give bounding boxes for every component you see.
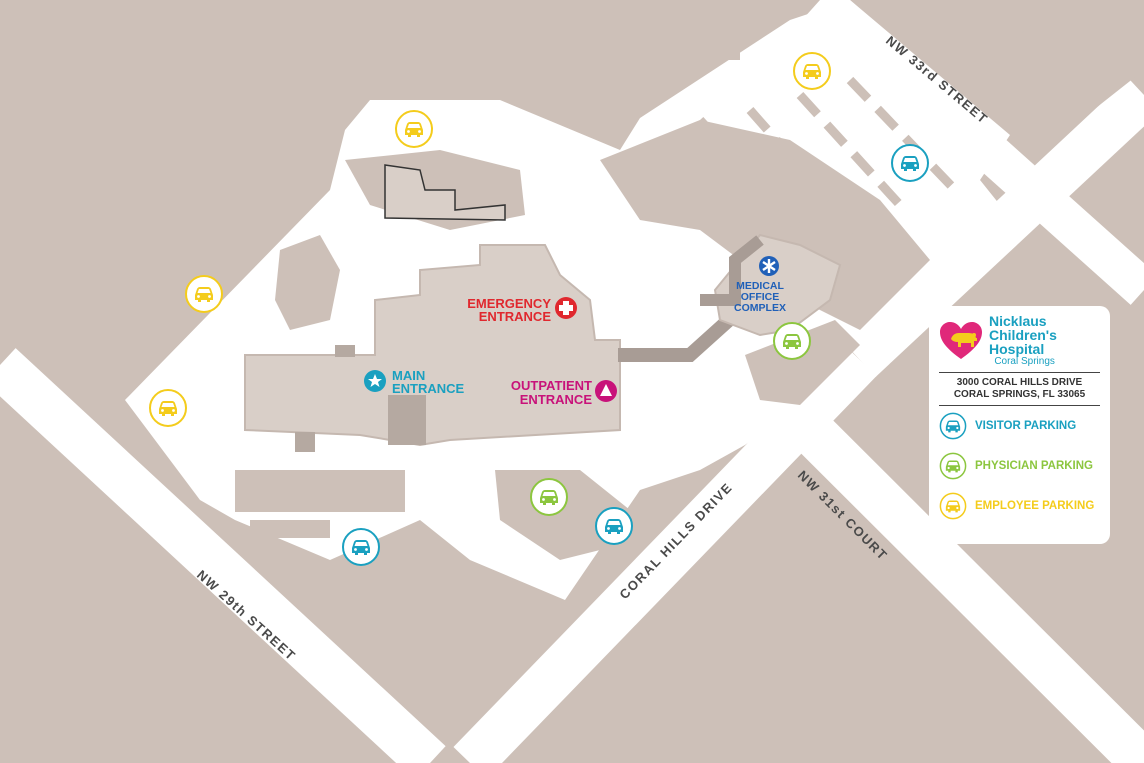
medical-office-complex[interactable]: MEDICAL OFFICE COMPLEX [734,256,786,314]
legend-visitor-label: VISITOR PARKING [975,420,1077,432]
legend-card: Nicklaus Children's Hospital Coral Sprin… [929,306,1110,544]
employee-parking-marker[interactable] [793,52,831,90]
legend-divider-bottom [939,405,1100,406]
main-label-1: MAIN [392,368,425,383]
employee-parking-marker[interactable] [149,389,187,427]
car-icon [939,492,967,520]
legend-divider-top [939,372,1100,373]
emergency-label-1: EMERGENCY [467,296,551,311]
car-icon [803,64,821,79]
outpatient-label-1: OUTPATIENT [511,378,592,393]
triangle-icon [595,380,617,402]
outpatient-label-2: ENTRANCE [520,392,593,407]
parking-lines [696,76,964,238]
address-line-2: CORAL SPRINGS, FL 33065 [953,389,1086,400]
car-icon [352,540,370,555]
hospital-name-1: Nicklaus [989,313,1047,329]
cross-icon [555,297,577,319]
road-upper-right [844,78,1144,377]
car-icon [901,156,919,171]
visitor-parking-marker[interactable] [595,507,633,545]
car-icon [195,287,213,302]
asterisk-icon [759,256,779,276]
car-icon [939,452,967,480]
heart-bear-logo-icon [940,322,982,359]
road-nw-29th-street [0,348,446,763]
legend-employee-label: EMPLOYEE PARKING [975,500,1095,512]
emergency-label-2: ENTRANCE [479,309,552,324]
hospital-name-3: Hospital [989,341,1045,357]
hospital-logo: Nicklaus Children's Hospital Coral Sprin… [939,313,1100,367]
visitor-parking-marker[interactable] [891,144,929,182]
legend-employee-parking[interactable]: EMPLOYEE PARKING [939,486,1100,526]
legend-physician-label: PHYSICIAN PARKING [975,460,1093,472]
visitor-parking-marker[interactable] [342,528,380,566]
hospital-location: Coral Springs [994,356,1055,367]
emergency-entrance[interactable]: EMERGENCY ENTRANCE [467,296,577,324]
legend-physician-parking[interactable]: PHYSICIAN PARKING [939,446,1100,486]
address-line-1: 3000 CORAL HILLS DRIVE [956,377,1083,388]
car-icon [939,412,967,440]
hospital-address: 3000 CORAL HILLS DRIVE CORAL SPRINGS, FL… [939,373,1100,405]
medical-label-2: OFFICE [741,291,780,303]
car-icon [159,401,177,416]
physician-parking-marker[interactable] [530,478,568,516]
employee-parking-marker[interactable] [185,275,223,313]
parking-markers [149,52,929,566]
road-nw-31st-court [743,363,1144,763]
hospital-name-2: Children's [989,327,1057,343]
outpatient-entrance[interactable]: OUTPATIENT ENTRANCE [511,378,617,407]
legend-visitor-parking[interactable]: VISITOR PARKING [939,406,1100,446]
star-icon [364,370,386,392]
main-entrance[interactable]: MAIN ENTRANCE [364,368,465,396]
medical-office-building [700,233,842,337]
car-icon [605,519,623,534]
car-icon [405,122,423,137]
employee-parking-marker[interactable] [395,110,433,148]
physician-parking-marker[interactable] [773,322,811,360]
car-icon [540,490,558,505]
main-label-2: ENTRANCE [392,381,465,396]
medical-label-3: COMPLEX [734,302,786,314]
car-icon [783,334,801,349]
medical-label-1: MEDICAL [736,280,784,292]
